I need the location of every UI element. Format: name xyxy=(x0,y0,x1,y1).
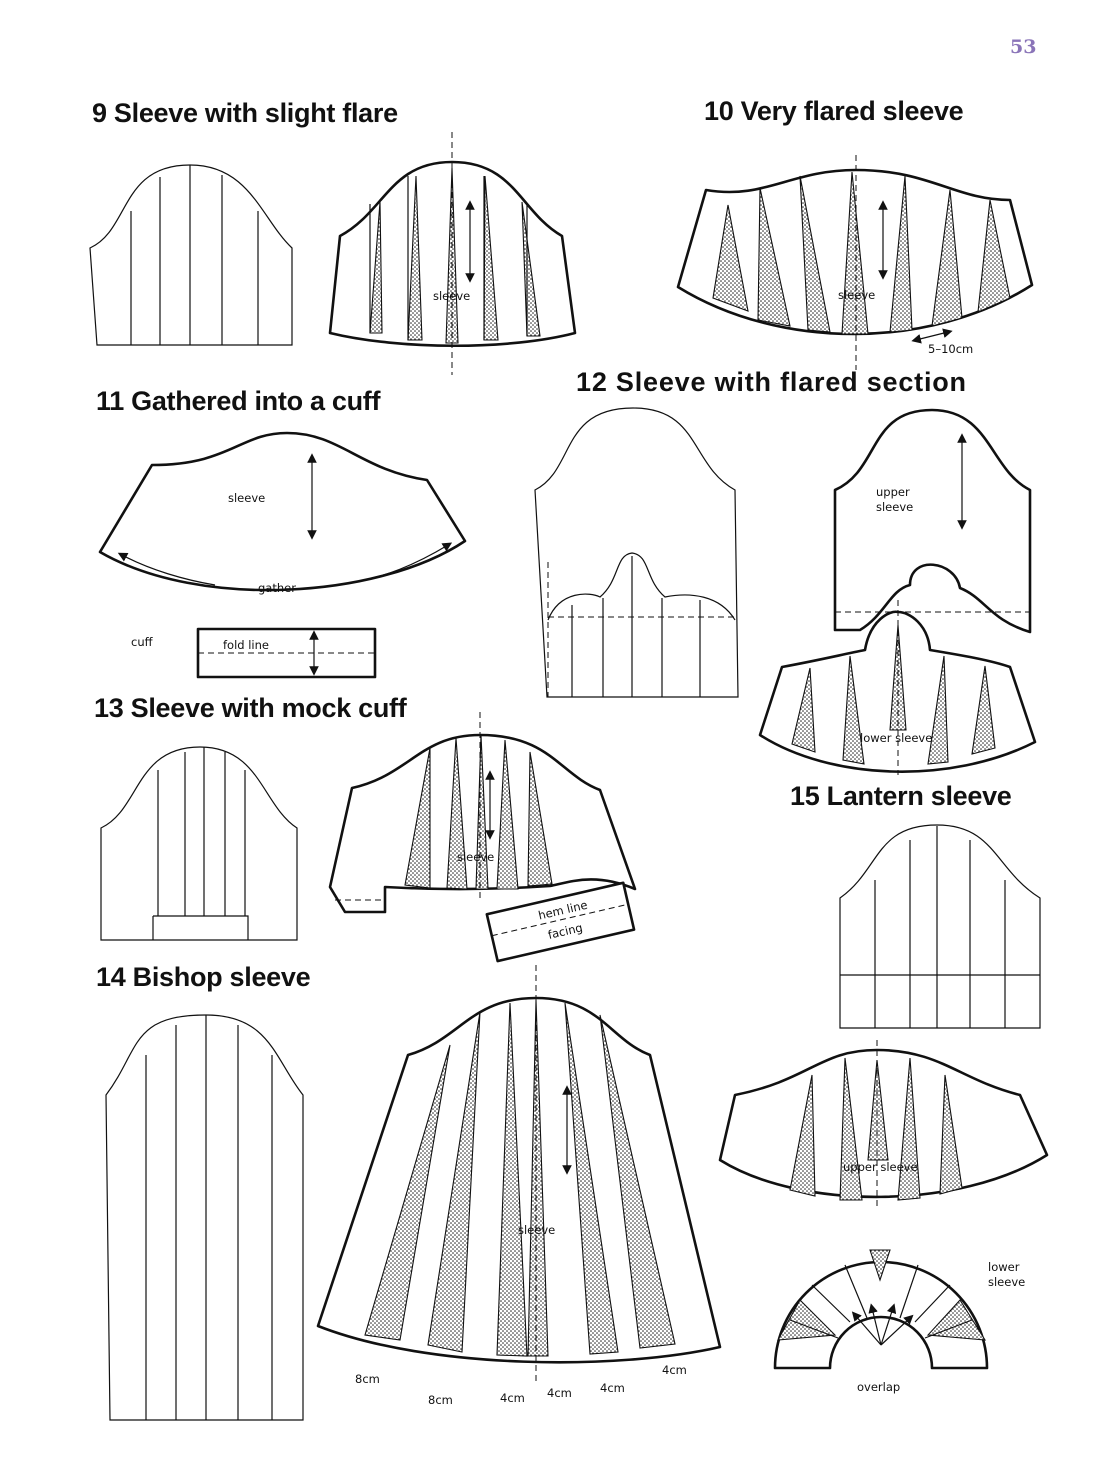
fig15-overlap-label: overlap xyxy=(857,1380,900,1394)
fig11-fold-line-label: fold line xyxy=(223,638,269,652)
fig15-lower-label-2: sleeve xyxy=(988,1275,1025,1289)
fig10-flare-amount: 5–10cm xyxy=(928,342,973,356)
fig13-original-sleeve xyxy=(100,746,298,941)
fig10-flared-sleeve: sleeve 5–10cm xyxy=(676,155,1034,370)
heading-gathered-into-cuff: 11 Gathered into a cuff xyxy=(96,386,381,416)
page-number: 53 xyxy=(1010,36,1037,58)
fig15-original-sleeve xyxy=(839,824,1041,1029)
fig12-upper-label-1: upper xyxy=(876,485,910,499)
fig14-measure-3: 4cm xyxy=(500,1391,525,1405)
heading-very-flared-sleeve: 10 Very flared sleeve xyxy=(704,96,964,126)
fig12-lower-label: lower sleeve xyxy=(860,731,932,745)
fig12-upper-sleeve: upper sleeve xyxy=(833,408,1032,634)
heading-lantern-sleeve: 15 Lantern sleeve xyxy=(790,781,1012,811)
fig14-measure-2: 8cm xyxy=(428,1393,453,1407)
fig9-flared-sleeve: sleeve xyxy=(328,132,577,375)
fig13-sleeve-label: sleeve xyxy=(457,850,494,864)
fig15-lower-label-1: lower xyxy=(988,1260,1020,1274)
fig9-sleeve-label: sleeve xyxy=(433,289,470,303)
fig15-upper-sleeve: upper sleeve xyxy=(718,1040,1049,1210)
fig14-measure-1: 8cm xyxy=(355,1372,380,1386)
fig14-original-sleeve xyxy=(105,1014,304,1421)
heading-sleeve-slight-flare: 9 Sleeve with slight flare xyxy=(92,98,398,128)
fig14-bishop-sleeve: sleeve 8cm 8cm 4cm 4cm 4cm 4cm xyxy=(316,965,722,1407)
fig11-cuff: cuff fold line xyxy=(131,627,377,679)
fig15-upper-label: upper sleeve xyxy=(843,1160,918,1174)
fig14-sleeve-label: sleeve xyxy=(518,1223,555,1237)
fig15-lower-sleeve: overlap lower sleeve xyxy=(773,1249,1025,1394)
fig11-cuff-label: cuff xyxy=(131,635,154,649)
fig12-upper-label-2: sleeve xyxy=(876,500,913,514)
fig9-original-sleeve xyxy=(89,164,293,346)
fig10-sleeve-label: sleeve xyxy=(838,288,875,302)
fig11-sleeve-label: sleeve xyxy=(228,491,265,505)
fig11-gather-label: gather xyxy=(258,581,296,595)
fig13-flared-sleeve: sleeve xyxy=(328,712,637,914)
heading-sleeve-flared-section: 12 Sleeve with flared section xyxy=(576,367,967,397)
fig11-gathered-sleeve: sleeve gather xyxy=(98,431,467,595)
heading-sleeve-mock-cuff: 13 Sleeve with mock cuff xyxy=(94,693,407,723)
fig12-lower-sleeve: lower sleeve xyxy=(758,600,1037,775)
fig14-measure-6: 4cm xyxy=(662,1363,687,1377)
fig12-original-sleeve xyxy=(534,407,739,698)
fig14-measure-4: 4cm xyxy=(547,1386,572,1400)
fig14-measure-5: 4cm xyxy=(600,1381,625,1395)
heading-bishop-sleeve: 14 Bishop sleeve xyxy=(96,962,311,992)
fig13-facing: hem line facing xyxy=(485,881,636,963)
